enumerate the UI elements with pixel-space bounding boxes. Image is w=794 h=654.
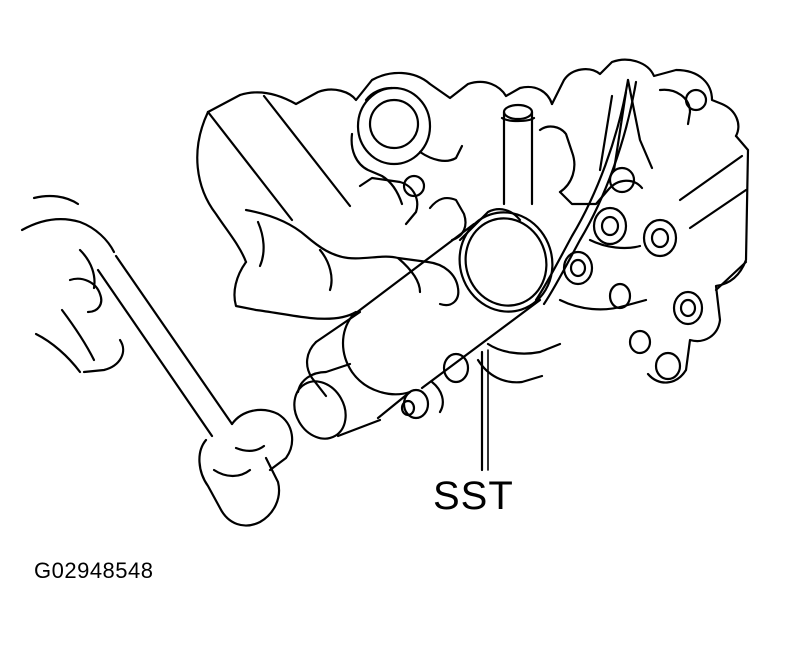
- pulley-top: [358, 88, 462, 164]
- engine-block: [208, 60, 748, 418]
- figure-id-label: G02948548: [34, 558, 154, 583]
- hand-holding-hammer: [22, 196, 123, 372]
- hand-holding-tool: [197, 112, 458, 319]
- stud: [502, 105, 534, 204]
- sst-tool: [284, 200, 565, 448]
- mount-bolts: [564, 208, 702, 379]
- hammer: [98, 256, 292, 526]
- sst-callout-label: SST: [433, 474, 514, 518]
